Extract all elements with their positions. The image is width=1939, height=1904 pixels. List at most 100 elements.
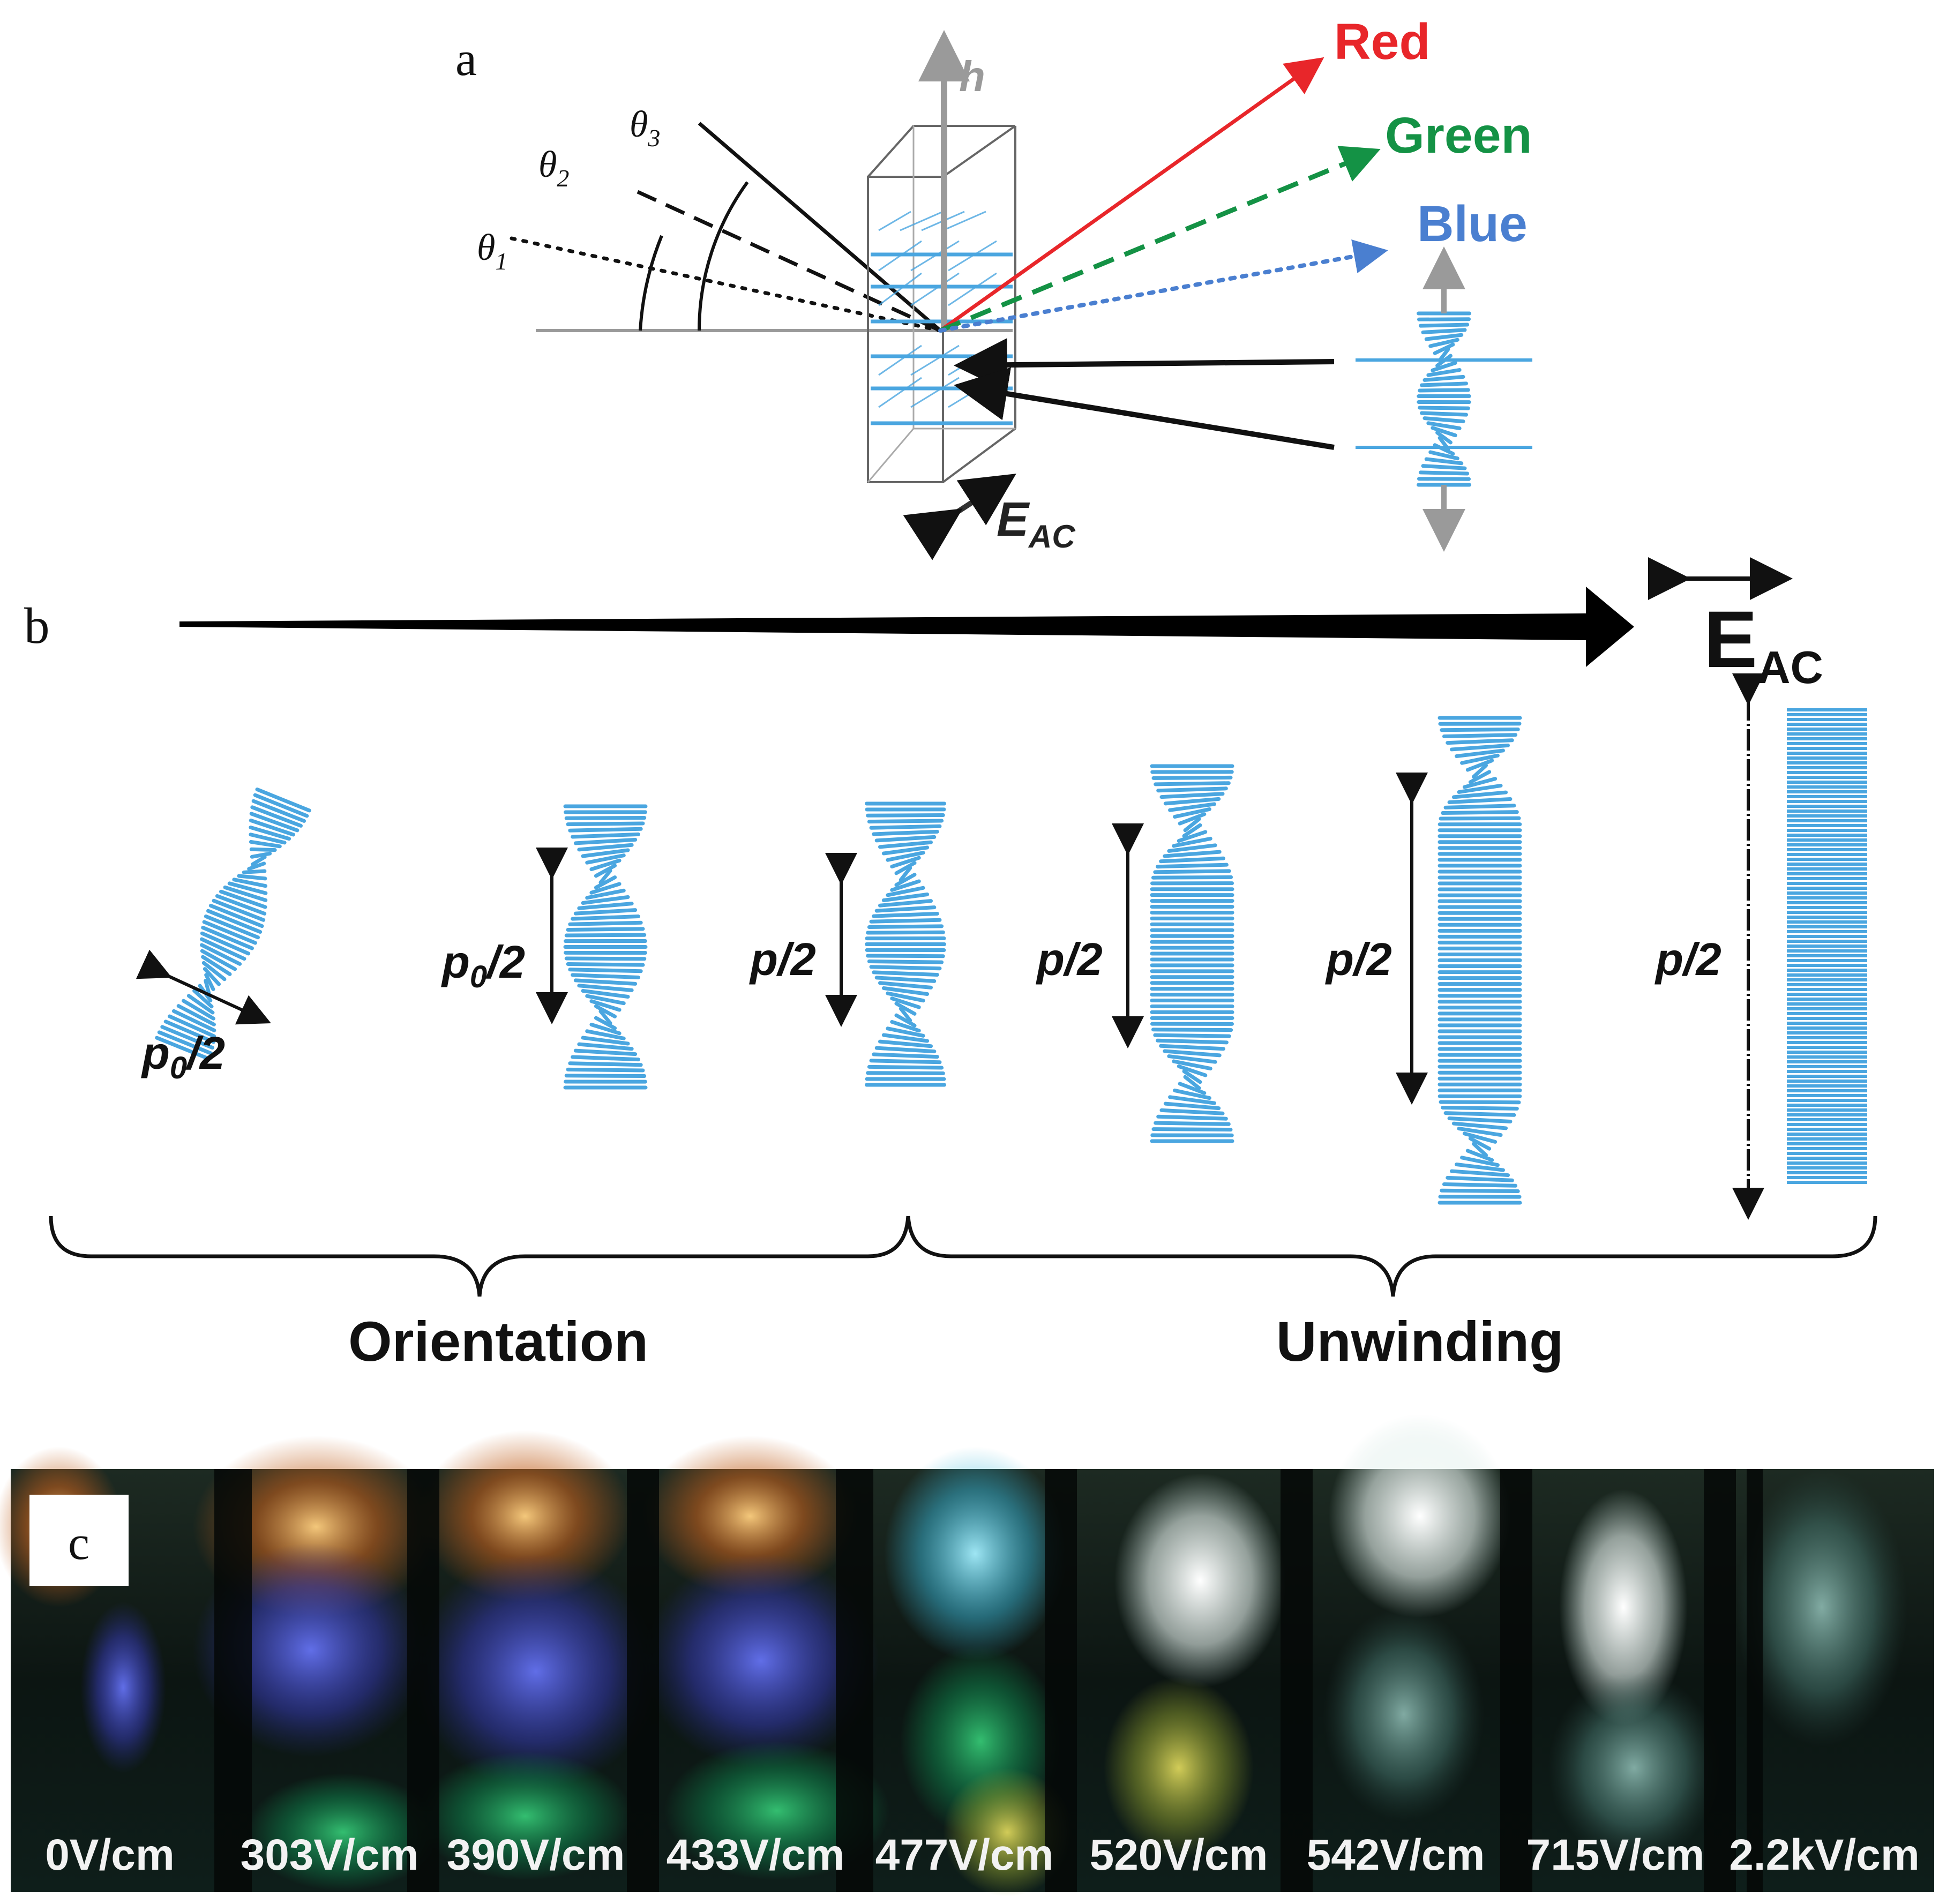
photo-dark-band — [627, 1469, 659, 1892]
helix-rod — [1451, 790, 1508, 799]
helix-rod — [1457, 1127, 1503, 1137]
helix-rod — [1428, 450, 1459, 461]
helix-rod — [251, 855, 267, 866]
photo-color-patch — [643, 1436, 857, 1596]
helix-1-tilted — [155, 788, 311, 1061]
incident-arrow-1 — [954, 338, 1335, 392]
helix-rod — [598, 868, 612, 884]
helix-rod — [1156, 1038, 1229, 1045]
panel-b: b EAC p0/2 p0/2 p/2 p/2 p/2 p/2 — [24, 557, 1877, 1373]
theta1-arc — [639, 235, 663, 331]
helix-rod — [886, 991, 925, 1003]
helix-rod — [886, 1026, 925, 1038]
theta2-ray — [637, 190, 941, 333]
helix-rod — [1431, 361, 1457, 372]
helix-rod — [872, 970, 939, 977]
helix-rod — [874, 1046, 937, 1054]
helix-rod — [1442, 1182, 1518, 1188]
helix-rod — [585, 853, 626, 865]
helix-rod — [1439, 1100, 1521, 1105]
red-ray — [939, 57, 1324, 332]
helix-rod — [874, 905, 937, 913]
field-strength-label: 477V/cm — [875, 1831, 1054, 1879]
helix-rod — [585, 994, 626, 1006]
helix-rod — [589, 1022, 622, 1036]
helix-rod — [581, 848, 630, 858]
pitch-label-2: p0/2 — [441, 937, 525, 994]
blue-label: Blue — [1417, 196, 1528, 252]
helix-rod — [577, 902, 634, 910]
helix-rod — [201, 926, 254, 950]
helix-rod — [878, 1039, 933, 1048]
helix-rod — [250, 851, 272, 859]
helix-rod — [1421, 328, 1467, 334]
helix-rod — [869, 965, 942, 971]
helix-rod — [1433, 443, 1455, 456]
helix-rod — [212, 898, 266, 922]
helix-rod — [571, 832, 640, 839]
helix-rod — [242, 869, 267, 874]
helix-rod — [160, 1025, 215, 1050]
helix-rod — [867, 959, 944, 964]
helix-rod — [568, 968, 643, 973]
helix-rod — [1431, 426, 1457, 438]
helix-rod — [1417, 317, 1471, 321]
helix-rod — [223, 885, 268, 902]
helix-rod — [878, 899, 933, 908]
helix-rod — [1455, 1163, 1505, 1172]
helix-rod — [1182, 823, 1202, 838]
helix-rod — [237, 874, 267, 881]
helix-rod — [1435, 431, 1453, 445]
helix-rod — [589, 882, 622, 895]
photo-dark-band — [407, 1469, 439, 1892]
helix-rod — [155, 1036, 211, 1061]
blue-ray — [938, 239, 1388, 333]
photo-dark-band — [1281, 1469, 1313, 1892]
helix-rod — [881, 1033, 930, 1043]
helix-rod — [1156, 786, 1228, 793]
helix-rod — [1167, 1054, 1217, 1064]
helix-rod — [1151, 1127, 1233, 1132]
helix-rod — [1446, 738, 1514, 745]
field-strength-label: 715V/cm — [1526, 1831, 1705, 1879]
helix-rod — [894, 1001, 917, 1016]
helix-rod — [1460, 753, 1500, 765]
photo-color-patch — [418, 1430, 632, 1602]
helix-rod — [1439, 816, 1521, 821]
field-strength-label: 433V/cm — [667, 1831, 845, 1879]
helix-rod — [1153, 1033, 1231, 1038]
photo-color-patch — [1114, 1473, 1286, 1688]
helix-rod — [1442, 733, 1518, 739]
helix-rod — [1423, 416, 1465, 424]
helix-rod — [1159, 792, 1225, 799]
helix-rod — [1154, 781, 1231, 786]
theta2-arc — [697, 181, 749, 331]
helix-rod — [1441, 1105, 1519, 1111]
helix-rod — [1440, 1188, 1520, 1194]
theta1-label: θ1 — [477, 227, 507, 275]
helix-rod — [878, 981, 933, 990]
helix-rod — [589, 999, 622, 1012]
helix-rod — [1455, 748, 1505, 758]
helix-rod — [866, 813, 945, 818]
helix-rod — [1168, 802, 1216, 812]
helix-rod — [1151, 875, 1233, 880]
small-helix — [1417, 311, 1471, 487]
photo-dark-band — [214, 1469, 252, 1892]
helix-rod — [598, 1009, 612, 1025]
helix-rod — [890, 879, 921, 892]
helix-rod — [157, 1030, 213, 1055]
helix-rod — [878, 840, 933, 849]
h-label: h — [959, 53, 985, 100]
helix-rod — [1423, 374, 1465, 382]
helix-rod — [1450, 1169, 1510, 1178]
helix-rod — [1178, 812, 1207, 826]
helix-rod — [568, 920, 643, 926]
helix-rod — [1465, 1149, 1494, 1162]
brace-unwinding — [906, 1216, 1877, 1297]
theta3-ray — [698, 122, 942, 332]
helix-rod — [573, 1048, 638, 1056]
helix-rod — [1177, 1064, 1208, 1077]
helix-rod — [1183, 817, 1201, 833]
